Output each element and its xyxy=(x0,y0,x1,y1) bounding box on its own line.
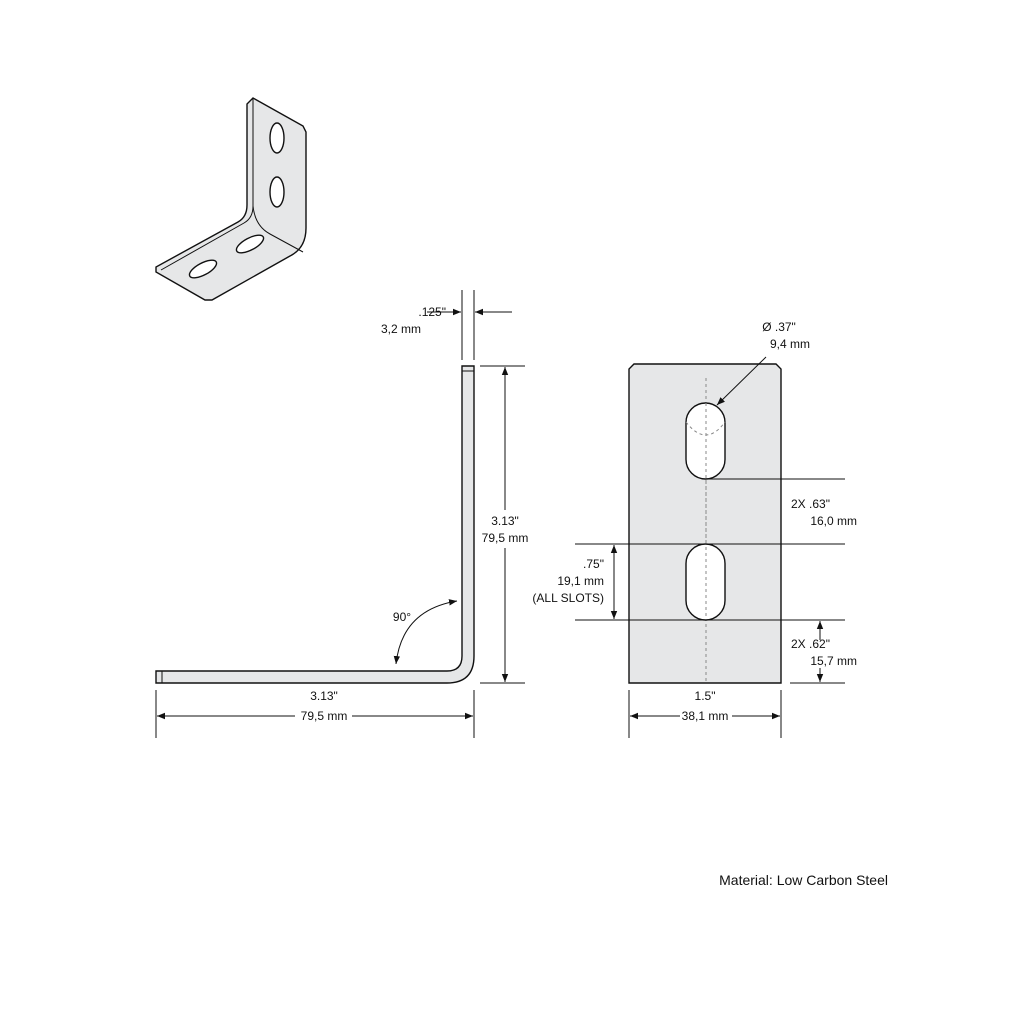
height-mm-label: 79,5 mm xyxy=(482,531,529,545)
slot-length-inch-label: .75" xyxy=(583,557,604,571)
thickness-inch-label: .125" xyxy=(418,305,446,319)
hole-diameter-inch-label: Ø .37" xyxy=(762,320,796,334)
height-inch-label: 3.13" xyxy=(491,514,519,528)
width-inch-label: 1.5" xyxy=(695,689,716,703)
edge-distance-mm-label: 15,7 mm xyxy=(810,654,857,668)
length-inch-label: 3.13" xyxy=(310,689,338,703)
slot-length-mm-label: 19,1 mm xyxy=(557,574,604,588)
slot-spacing-inch-label: 2X .63" xyxy=(791,497,830,511)
length-mm-label: 79,5 mm xyxy=(301,709,348,723)
angle-label: 90° xyxy=(393,610,411,624)
slot-spacing-mm-label: 16,0 mm xyxy=(810,514,857,528)
isometric-view xyxy=(155,97,307,301)
hole-diameter-mm-label: 9,4 mm xyxy=(770,337,810,351)
width-mm-label: 38,1 mm xyxy=(682,709,729,723)
side-view: .125" 3,2 mm 3.13" 79,5 mm 90° 3.13" 79,… xyxy=(155,290,529,738)
material-label: Material: Low Carbon Steel xyxy=(719,872,888,888)
front-view: Ø .37" 9,4 mm 2X .63" 16,0 mm .75" 19,1 … xyxy=(532,320,857,738)
slot-length-note: (ALL SLOTS) xyxy=(532,591,604,605)
thickness-mm-label: 3,2 mm xyxy=(381,322,421,336)
edge-distance-inch-label: 2X .62" xyxy=(791,637,830,651)
